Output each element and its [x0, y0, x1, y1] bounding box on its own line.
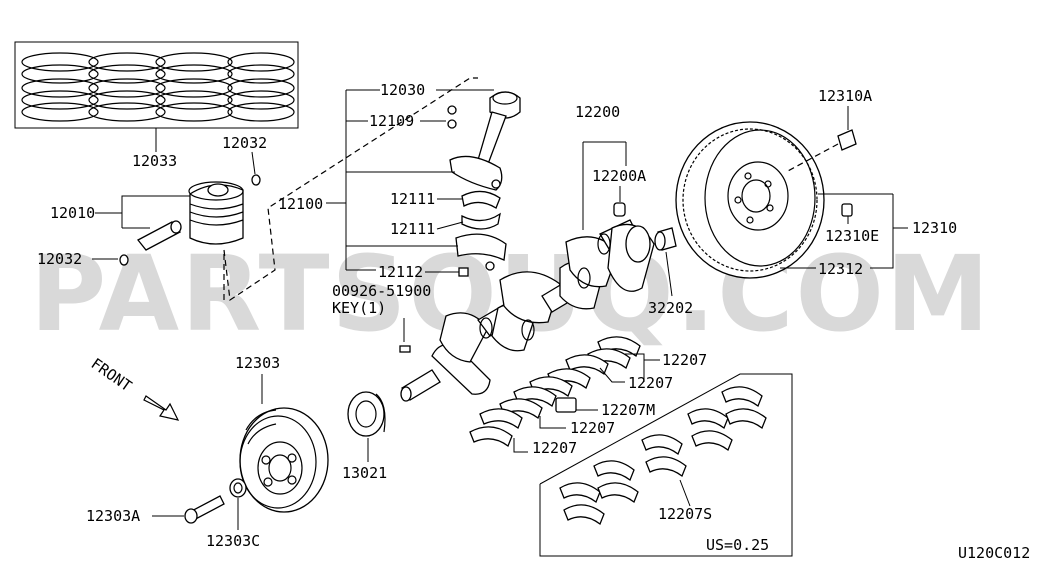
callout-12032-top[interactable]: 12032 [222, 134, 267, 152]
piston-pin-illustration[interactable] [137, 220, 182, 251]
callout-12100[interactable]: 12100 [278, 195, 323, 213]
undersize-note: US=0.25 [706, 536, 769, 554]
callout-key-part-number[interactable]: 00926-51900 [332, 282, 431, 300]
con-rod-cap-illustration[interactable] [455, 233, 507, 271]
front-direction-label: FRONT [88, 355, 135, 396]
snap-ring-left[interactable] [119, 254, 129, 266]
callout-12310E[interactable]: 12310E [825, 227, 879, 245]
callout-12303A[interactable]: 12303A [86, 507, 140, 525]
callout-12030[interactable]: 12030 [380, 81, 425, 99]
flywheel-bolt[interactable] [837, 129, 857, 151]
con-rod-bearing-lower[interactable] [461, 212, 501, 230]
callout-12207-a[interactable]: 12207 [662, 351, 707, 369]
crank-key[interactable] [399, 345, 411, 353]
pilot-converter-32202[interactable] [654, 227, 677, 251]
callout-12303[interactable]: 12303 [235, 354, 280, 372]
undersize-bearing-set-box[interactable] [539, 373, 793, 557]
crankshaft-illustration[interactable] [400, 219, 655, 402]
con-rod-nut[interactable] [458, 267, 469, 277]
piston-illustration[interactable] [188, 181, 244, 245]
callout-13021[interactable]: 13021 [342, 464, 387, 482]
callout-12111-b[interactable]: 12111 [390, 220, 435, 238]
main-bearing-set-illustration[interactable] [469, 336, 641, 448]
flywheel-illustration[interactable] [675, 121, 825, 279]
callout-12200[interactable]: 12200 [575, 103, 620, 121]
callout-12207S[interactable]: 12207S [658, 505, 712, 523]
callout-12032-left[interactable]: 12032 [37, 250, 82, 268]
diagram-code: U120C012 [958, 544, 1030, 562]
front-arrow-icon [143, 395, 180, 421]
callout-12207-b[interactable]: 12207 [628, 374, 673, 392]
callout-12207M[interactable]: 12207M [601, 401, 655, 419]
pulley-washer[interactable] [229, 478, 247, 498]
con-rod-bearing-upper[interactable] [461, 190, 501, 209]
flywheel-dowel[interactable] [841, 203, 853, 217]
callout-12303C[interactable]: 12303C [206, 532, 260, 550]
callout-32202[interactable]: 32202 [648, 299, 693, 317]
front-oil-seal-illustration[interactable] [347, 391, 386, 437]
pulley-bolt[interactable] [184, 495, 225, 524]
callout-12109[interactable]: 12109 [369, 112, 414, 130]
callout-12310A[interactable]: 12310A [818, 87, 872, 105]
callout-12312[interactable]: 12312 [818, 260, 863, 278]
callout-12207-c[interactable]: 12207 [570, 419, 615, 437]
crank-pilot-bushing[interactable] [613, 202, 626, 217]
piston-ring-set-illustration[interactable] [14, 41, 299, 129]
callout-12207-d[interactable]: 12207 [532, 439, 577, 457]
callout-12111-a[interactable]: 12111 [390, 190, 435, 208]
callout-12010[interactable]: 12010 [50, 204, 95, 222]
connecting-rod-illustration[interactable] [447, 91, 521, 191]
callout-12310[interactable]: 12310 [912, 219, 957, 237]
crank-pulley-illustration[interactable] [239, 407, 329, 513]
callout-12112[interactable]: 12112 [378, 263, 423, 281]
callout-key-description[interactable]: KEY(1) [332, 299, 386, 317]
callout-12033[interactable]: 12033 [132, 152, 177, 170]
callout-12200A[interactable]: 12200A [592, 167, 646, 185]
snap-ring-top[interactable] [251, 174, 261, 186]
